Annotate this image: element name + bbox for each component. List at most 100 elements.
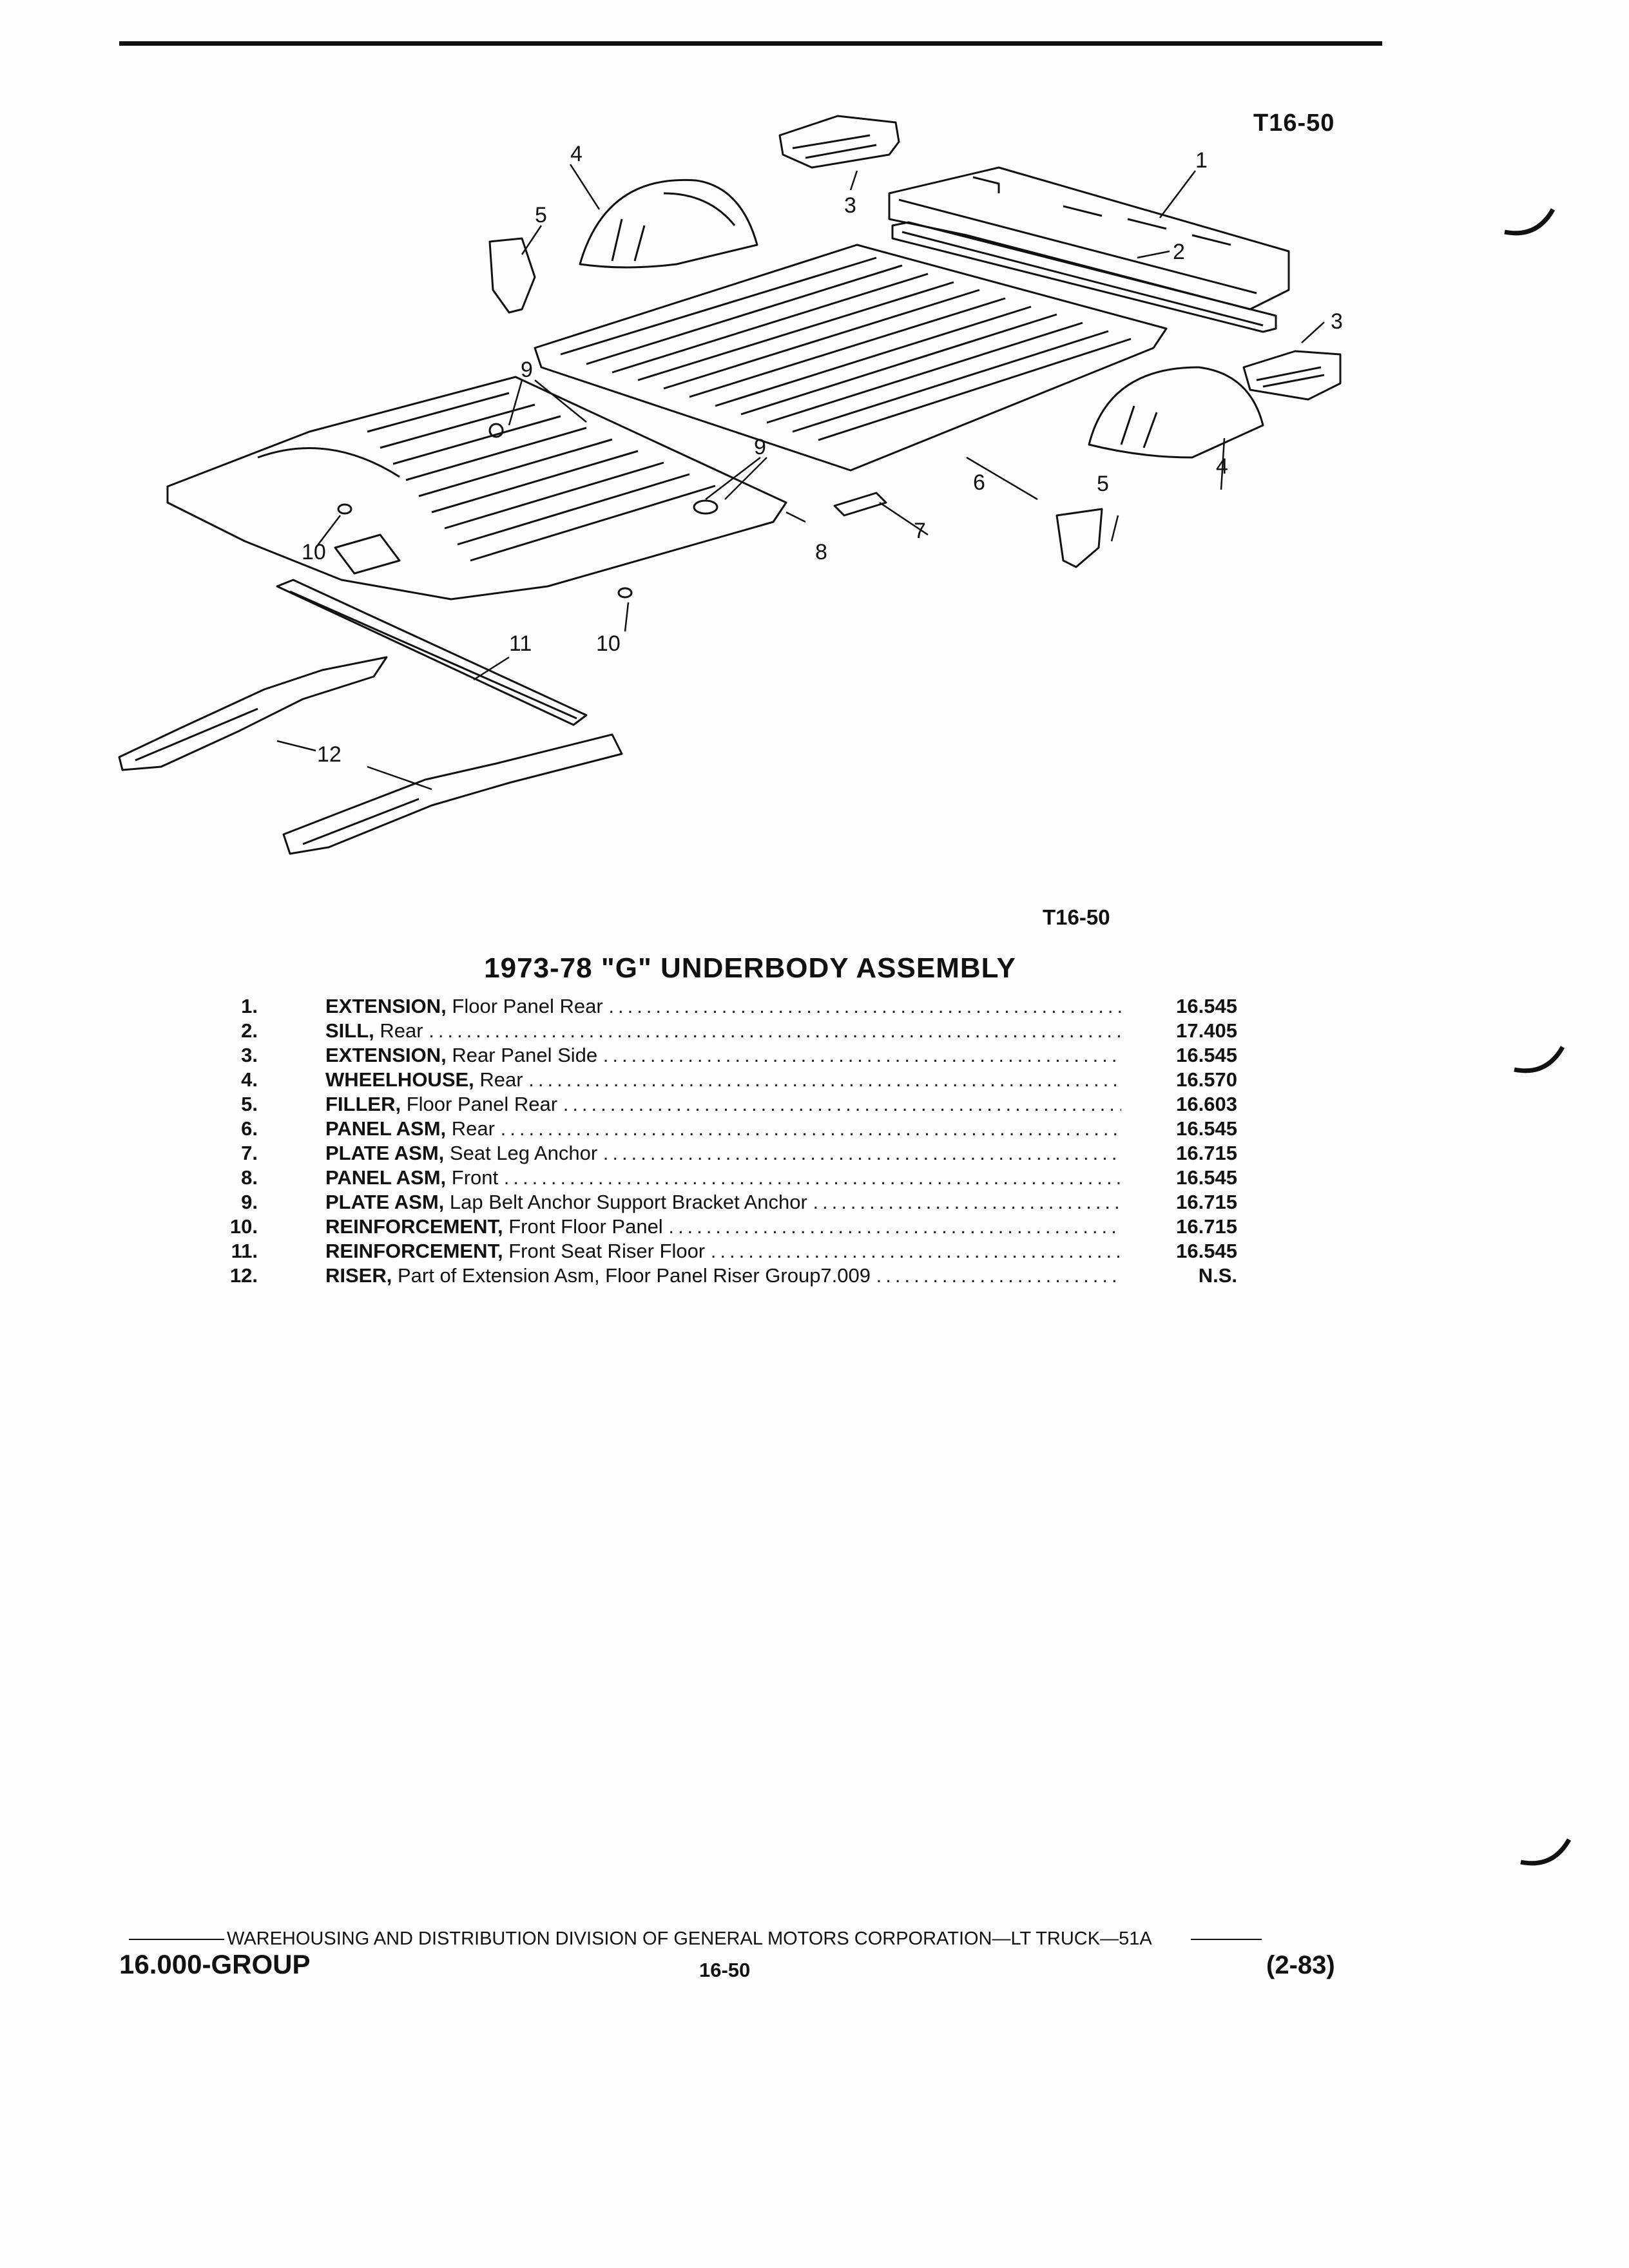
figure-code-top: T16-50 bbox=[1253, 110, 1335, 137]
part-name: WHEELHOUSE, bbox=[325, 1068, 474, 1091]
part-detail: Floor Panel Rear bbox=[406, 1093, 558, 1115]
part-name: PLATE ASM, bbox=[325, 1142, 445, 1164]
part-group-code: N.S. bbox=[1198, 1264, 1237, 1287]
part-3-extension-rear-panel-side-right bbox=[1242, 350, 1342, 401]
part-number: 5. bbox=[241, 1093, 258, 1115]
part-detail: Front bbox=[451, 1166, 499, 1189]
callout-10b: 10 bbox=[596, 631, 621, 656]
part-description: PLATE ASM, Lap Belt Anchor Support Brack… bbox=[325, 1190, 1121, 1215]
part-2-sill-rear bbox=[891, 221, 1277, 333]
part-group-code: 16.545 bbox=[1176, 1044, 1237, 1066]
footer-date-code: (2-83) bbox=[1266, 1951, 1335, 1979]
figure-code-bottom: T16-50 bbox=[1043, 905, 1110, 929]
leader-dots: ........................................… bbox=[876, 1264, 1121, 1287]
part-detail: Front Floor Panel bbox=[508, 1215, 663, 1238]
part-group-code: 16.603 bbox=[1176, 1093, 1237, 1115]
part-description: EXTENSION, Floor Panel Rear ............… bbox=[325, 994, 1121, 1019]
parts-row: 1. EXTENSION, Floor Panel Rear ..........… bbox=[213, 994, 1237, 1019]
part-name: SILL, bbox=[325, 1019, 374, 1042]
part-11-reinforcement-front-seat-riser-floor bbox=[276, 579, 588, 726]
part-6-panel-asm-rear bbox=[534, 244, 1168, 472]
callout-7: 7 bbox=[914, 519, 926, 543]
part-name: PLATE ASM, bbox=[325, 1191, 445, 1213]
leader-dots: ........................................… bbox=[710, 1240, 1121, 1262]
part-12-riser-extension-asm bbox=[118, 656, 623, 855]
callout-5b: 5 bbox=[1097, 472, 1109, 496]
part-detail: Lap Belt Anchor Support Bracket Anchor bbox=[449, 1191, 807, 1213]
part-description: REINFORCEMENT, Front Seat Riser Floor ..… bbox=[325, 1239, 1121, 1264]
binder-mark-1 bbox=[1504, 208, 1556, 236]
part-number: 12. bbox=[229, 1264, 258, 1287]
part-name: REINFORCEMENT, bbox=[325, 1240, 503, 1262]
callout-6: 6 bbox=[973, 470, 985, 495]
parts-row: 6.PANEL ASM, Rear ......................… bbox=[213, 1117, 1237, 1141]
leader-dots: ........................................… bbox=[563, 1093, 1121, 1115]
part-1-extension-floor-panel-rear bbox=[888, 166, 1290, 311]
part-description: PANEL ASM, Rear ........................… bbox=[325, 1117, 1121, 1141]
part-name: RISER, bbox=[325, 1264, 392, 1287]
part-number: 11. bbox=[231, 1240, 258, 1262]
part-number: 10. bbox=[229, 1215, 258, 1238]
binder-mark-3 bbox=[1520, 1838, 1572, 1866]
part-detail: Rear bbox=[479, 1068, 523, 1091]
part-description: EXTENSION, Rear Panel Side .............… bbox=[325, 1043, 1121, 1068]
part-description: RISER, Part of Extension Asm, Floor Pane… bbox=[325, 1264, 1121, 1288]
leader-dots: ........................................… bbox=[813, 1191, 1121, 1213]
part-9-lap-belt-anchor-plates bbox=[488, 423, 718, 515]
part-group-code: 16.545 bbox=[1176, 1117, 1237, 1140]
leader-dots: ........................................… bbox=[528, 1068, 1121, 1091]
part-4-wheelhouse-rear-left bbox=[579, 178, 758, 269]
part-description: PANEL ASM, Front .......................… bbox=[325, 1166, 1121, 1190]
part-group-code: 17.405 bbox=[1176, 1019, 1237, 1042]
footer-page-number: 16-50 bbox=[699, 1959, 751, 1981]
callout-1: 1 bbox=[1195, 148, 1208, 173]
parts-row: 8. PANEL ASM, Front .....................… bbox=[213, 1166, 1237, 1190]
part-group-code: 16.545 bbox=[1176, 1240, 1237, 1262]
footer-rule-right bbox=[1190, 1939, 1262, 1941]
part-5-filler-floor-panel-rear-left bbox=[488, 237, 536, 314]
callout-9b: 9 bbox=[754, 435, 766, 459]
footer-rule-left bbox=[129, 1939, 224, 1941]
callout-5a: 5 bbox=[535, 203, 547, 227]
parts-row: 7. PLATE ASM, Seat Leg Anchor ...........… bbox=[213, 1141, 1237, 1166]
part-detail: Rear bbox=[380, 1019, 423, 1042]
top-rule bbox=[119, 41, 1382, 46]
parts-row: 11. REINFORCEMENT, Front Seat Riser Floor… bbox=[213, 1239, 1237, 1264]
part-description: PLATE ASM, Seat Leg Anchor .............… bbox=[325, 1141, 1121, 1166]
part-detail: Rear Panel Side bbox=[452, 1044, 598, 1066]
callout-11: 11 bbox=[509, 631, 532, 656]
part-group-code: 16.715 bbox=[1176, 1215, 1237, 1238]
part-number: 1. bbox=[241, 995, 258, 1017]
leader-dots: ........................................… bbox=[608, 995, 1121, 1017]
leader-dots: ........................................… bbox=[503, 1166, 1121, 1189]
parts-row: 2.SILL, Rear ...........................… bbox=[213, 1019, 1237, 1043]
part-4-wheelhouse-rear-right bbox=[1088, 366, 1264, 459]
callout-9a: 9 bbox=[521, 358, 533, 382]
callout-10a: 10 bbox=[302, 540, 326, 564]
part-7-plate-asm-seat-leg-anchor bbox=[833, 492, 887, 517]
part-name: EXTENSION, bbox=[325, 1044, 447, 1066]
footer-division-text: WAREHOUSING AND DISTRIBUTION DIVISION OF… bbox=[227, 1928, 1152, 1949]
callout-8: 8 bbox=[815, 540, 827, 564]
parts-list: 1. EXTENSION, Floor Panel Rear ..........… bbox=[213, 994, 1237, 1288]
part-number: 8. bbox=[241, 1166, 258, 1189]
part-description: SILL, Rear .............................… bbox=[325, 1019, 1121, 1043]
part-name: PANEL ASM, bbox=[325, 1166, 447, 1189]
page-title: 1973-78 "G" UNDERBODY ASSEMBLY bbox=[484, 952, 1016, 984]
leader-dots: ........................................… bbox=[602, 1044, 1121, 1066]
part-group-code: 16.715 bbox=[1176, 1191, 1237, 1213]
leader-dots: ........................................… bbox=[602, 1142, 1121, 1164]
underbody-exploded-diagram: 1 2 3 3 4 4 5 5 6 7 8 9 9 10 10 11 12 bbox=[118, 115, 1343, 855]
part-number: 4. bbox=[241, 1068, 258, 1091]
parts-row: 12. RISER, Part of Extension Asm, Floor P… bbox=[213, 1264, 1237, 1288]
part-name: EXTENSION, bbox=[325, 995, 447, 1017]
callout-3a: 3 bbox=[844, 193, 856, 218]
parts-row: 10.REINFORCEMENT, Front Floor Panel ....… bbox=[213, 1215, 1237, 1239]
part-number: 3. bbox=[241, 1044, 258, 1066]
parts-row: 5.FILLER, Floor Panel Rear .............… bbox=[213, 1092, 1237, 1117]
part-number: 7. bbox=[241, 1142, 258, 1164]
part-8-panel-asm-front bbox=[166, 376, 787, 601]
parts-row: 9. PLATE ASM, Lap Belt Anchor Support Bra… bbox=[213, 1190, 1237, 1215]
footer-division-line: WAREHOUSING AND DISTRIBUTION DIVISION OF… bbox=[129, 1928, 1262, 1950]
part-number: 9. bbox=[241, 1191, 258, 1213]
